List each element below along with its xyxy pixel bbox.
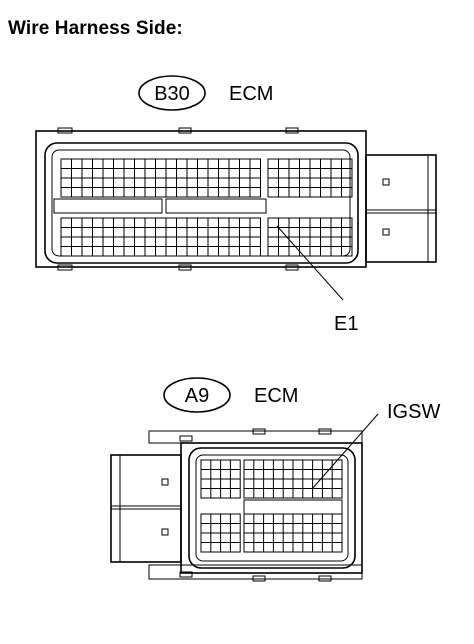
connector-name: ECM bbox=[229, 83, 273, 105]
connector-name: ECM bbox=[254, 385, 298, 407]
connector-b30: B30 ECM E1 bbox=[35, 75, 437, 335]
terminal-leader-line bbox=[311, 413, 379, 490]
pin-cavity-grid bbox=[60, 217, 261, 257]
pin-cavity-grid bbox=[200, 459, 241, 499]
pin-cavity-grid bbox=[200, 513, 241, 553]
connector-code: A9 bbox=[185, 385, 209, 407]
locking-lever bbox=[365, 154, 437, 263]
connector-a9: A9 ECM IGSW bbox=[110, 377, 440, 582]
terminal-label: IGSW bbox=[387, 401, 440, 423]
pin-cavity-grid bbox=[243, 459, 343, 499]
connector-code-oval bbox=[163, 377, 231, 413]
pin-cavity-grid bbox=[267, 217, 353, 257]
pin-cavity-grid bbox=[60, 158, 261, 198]
pin-cavity-grid bbox=[267, 158, 353, 198]
connector-code-oval bbox=[138, 75, 206, 111]
terminal-label: E1 bbox=[334, 313, 358, 335]
pin-cavity-grid bbox=[243, 513, 343, 553]
terminal-leader-line bbox=[276, 225, 344, 301]
page-title: Wire Harness Side: bbox=[8, 18, 183, 39]
connector-code: B30 bbox=[154, 83, 190, 105]
